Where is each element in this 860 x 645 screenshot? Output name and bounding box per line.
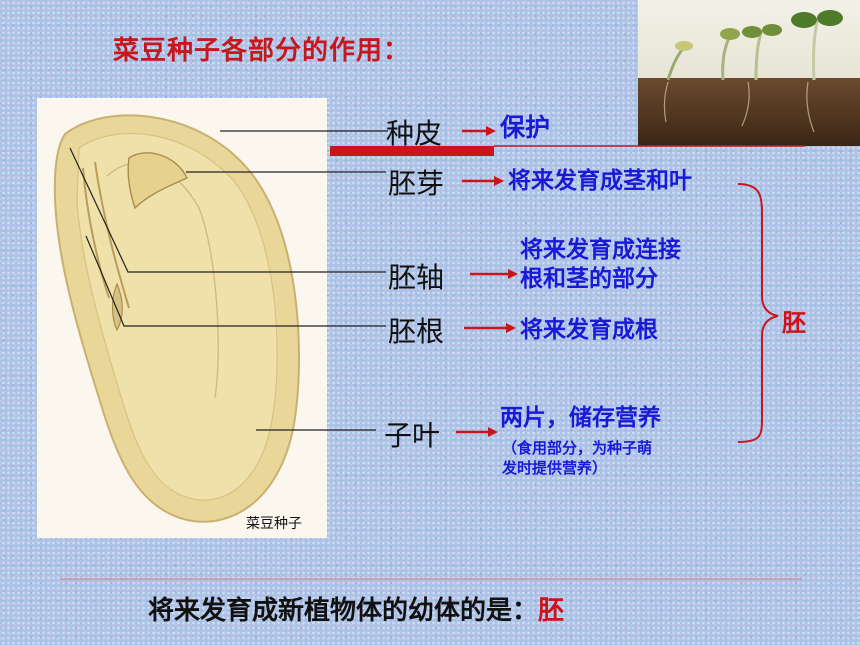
cotyledon-note-line-1: （食用部分，为种子萌 [502, 439, 653, 457]
label-radicle: 胚根 [388, 315, 445, 348]
function-seed-coat: 保护 [500, 113, 551, 142]
label-seed-coat: 种皮 [386, 117, 443, 150]
function-hypocotyl: 将来发育成连接 根和茎的部分 [520, 236, 681, 294]
function-cotyledon: 两片，储存营养 [500, 405, 661, 431]
conclusion-text: 将来发育成新植物体的幼体的是： [148, 596, 539, 626]
cotyledon-note-line-2: 发时提供营养） [502, 459, 608, 478]
embryo-label: 胚 [782, 309, 806, 337]
embryo-bracket [737, 183, 779, 443]
function-hypocotyl-line-2: 根和茎的部分 [520, 265, 658, 292]
leader-hypocotyl [69, 147, 386, 273]
page-title: 菜豆种子各部分的作用： [113, 36, 411, 66]
conclusion-answer: 胚 [538, 596, 565, 626]
label-plumule: 胚芽 [388, 167, 445, 200]
label-cotyledon: 子叶 [384, 419, 441, 452]
red-bar [330, 146, 494, 156]
conclusion: 将来发育成新植物体的幼体的是：胚 [148, 590, 564, 627]
label-hypocotyl: 胚轴 [388, 261, 445, 294]
seed-image-caption: 菜豆种子 [246, 516, 302, 532]
function-plumule: 将来发育成茎和叶 [508, 168, 692, 194]
bean-seed-image [37, 98, 327, 538]
function-hypocotyl-line-1: 将来发育成连接 [520, 237, 681, 263]
leader-radicle [85, 235, 386, 327]
bean-sprout-photo [638, 0, 860, 146]
cotyledon-note: （食用部分，为种子萌 发时提供营养） [502, 438, 652, 479]
bean-seed-drawing [53, 114, 301, 523]
function-radicle: 将来发育成根 [520, 317, 658, 343]
